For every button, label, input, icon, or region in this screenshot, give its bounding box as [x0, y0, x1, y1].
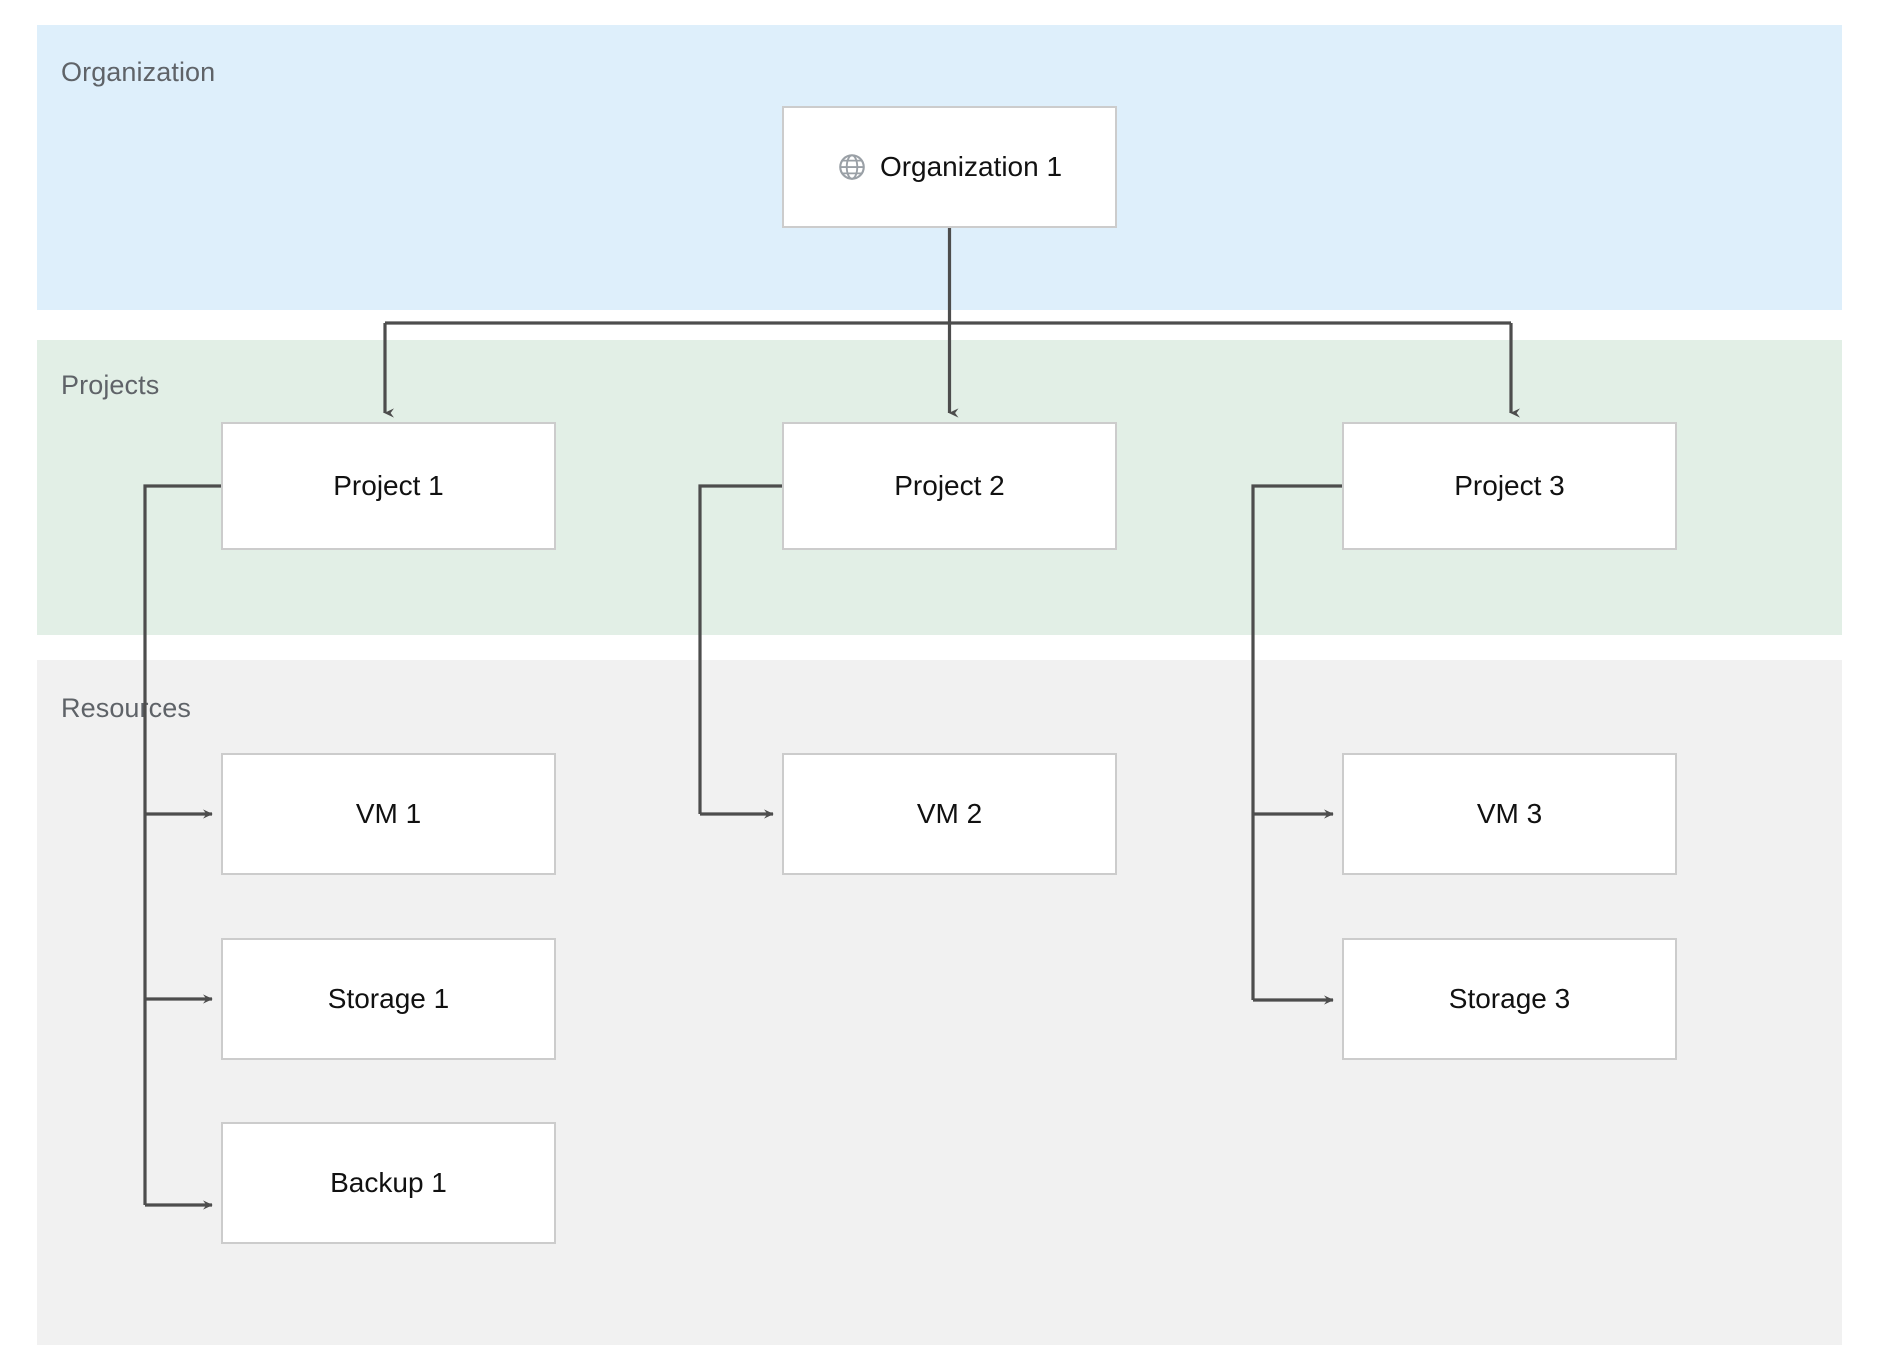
- node-vm-3[interactable]: VM 3: [1342, 753, 1677, 875]
- node-label-storage-3: Storage 3: [1448, 983, 1571, 1014]
- swimlane-label-resources: Resources: [61, 693, 191, 723]
- node-storage-1[interactable]: Storage 1: [221, 938, 556, 1060]
- swimlane-label-organization: Organization: [61, 57, 216, 87]
- node-project-3[interactable]: Project 3: [1342, 422, 1677, 550]
- globe-icon: [837, 152, 867, 182]
- swimlane-label-projects: Projects: [61, 370, 160, 400]
- node-label-project-2: Project 2: [894, 470, 1005, 501]
- node-label-backup-1: Backup 1: [330, 1167, 447, 1198]
- node-vm-2[interactable]: VM 2: [782, 753, 1117, 875]
- node-vm-1[interactable]: VM 1: [221, 753, 556, 875]
- node-backup-1[interactable]: Backup 1: [221, 1122, 556, 1244]
- node-project-2[interactable]: Project 2: [782, 422, 1117, 550]
- node-label-vm-3: VM 3: [1476, 798, 1543, 829]
- node-storage-3[interactable]: Storage 3: [1342, 938, 1677, 1060]
- node-label-organization-1: Organization 1: [879, 151, 1063, 182]
- node-project-1[interactable]: Project 1: [221, 422, 556, 550]
- node-organization-1[interactable]: Organization 1: [782, 106, 1117, 228]
- node-label-vm-1: VM 1: [355, 798, 422, 829]
- node-label-vm-2: VM 2: [916, 798, 983, 829]
- node-label-project-1: Project 1: [333, 470, 444, 501]
- node-label-storage-1: Storage 1: [327, 983, 450, 1014]
- node-label-project-3: Project 3: [1454, 470, 1565, 501]
